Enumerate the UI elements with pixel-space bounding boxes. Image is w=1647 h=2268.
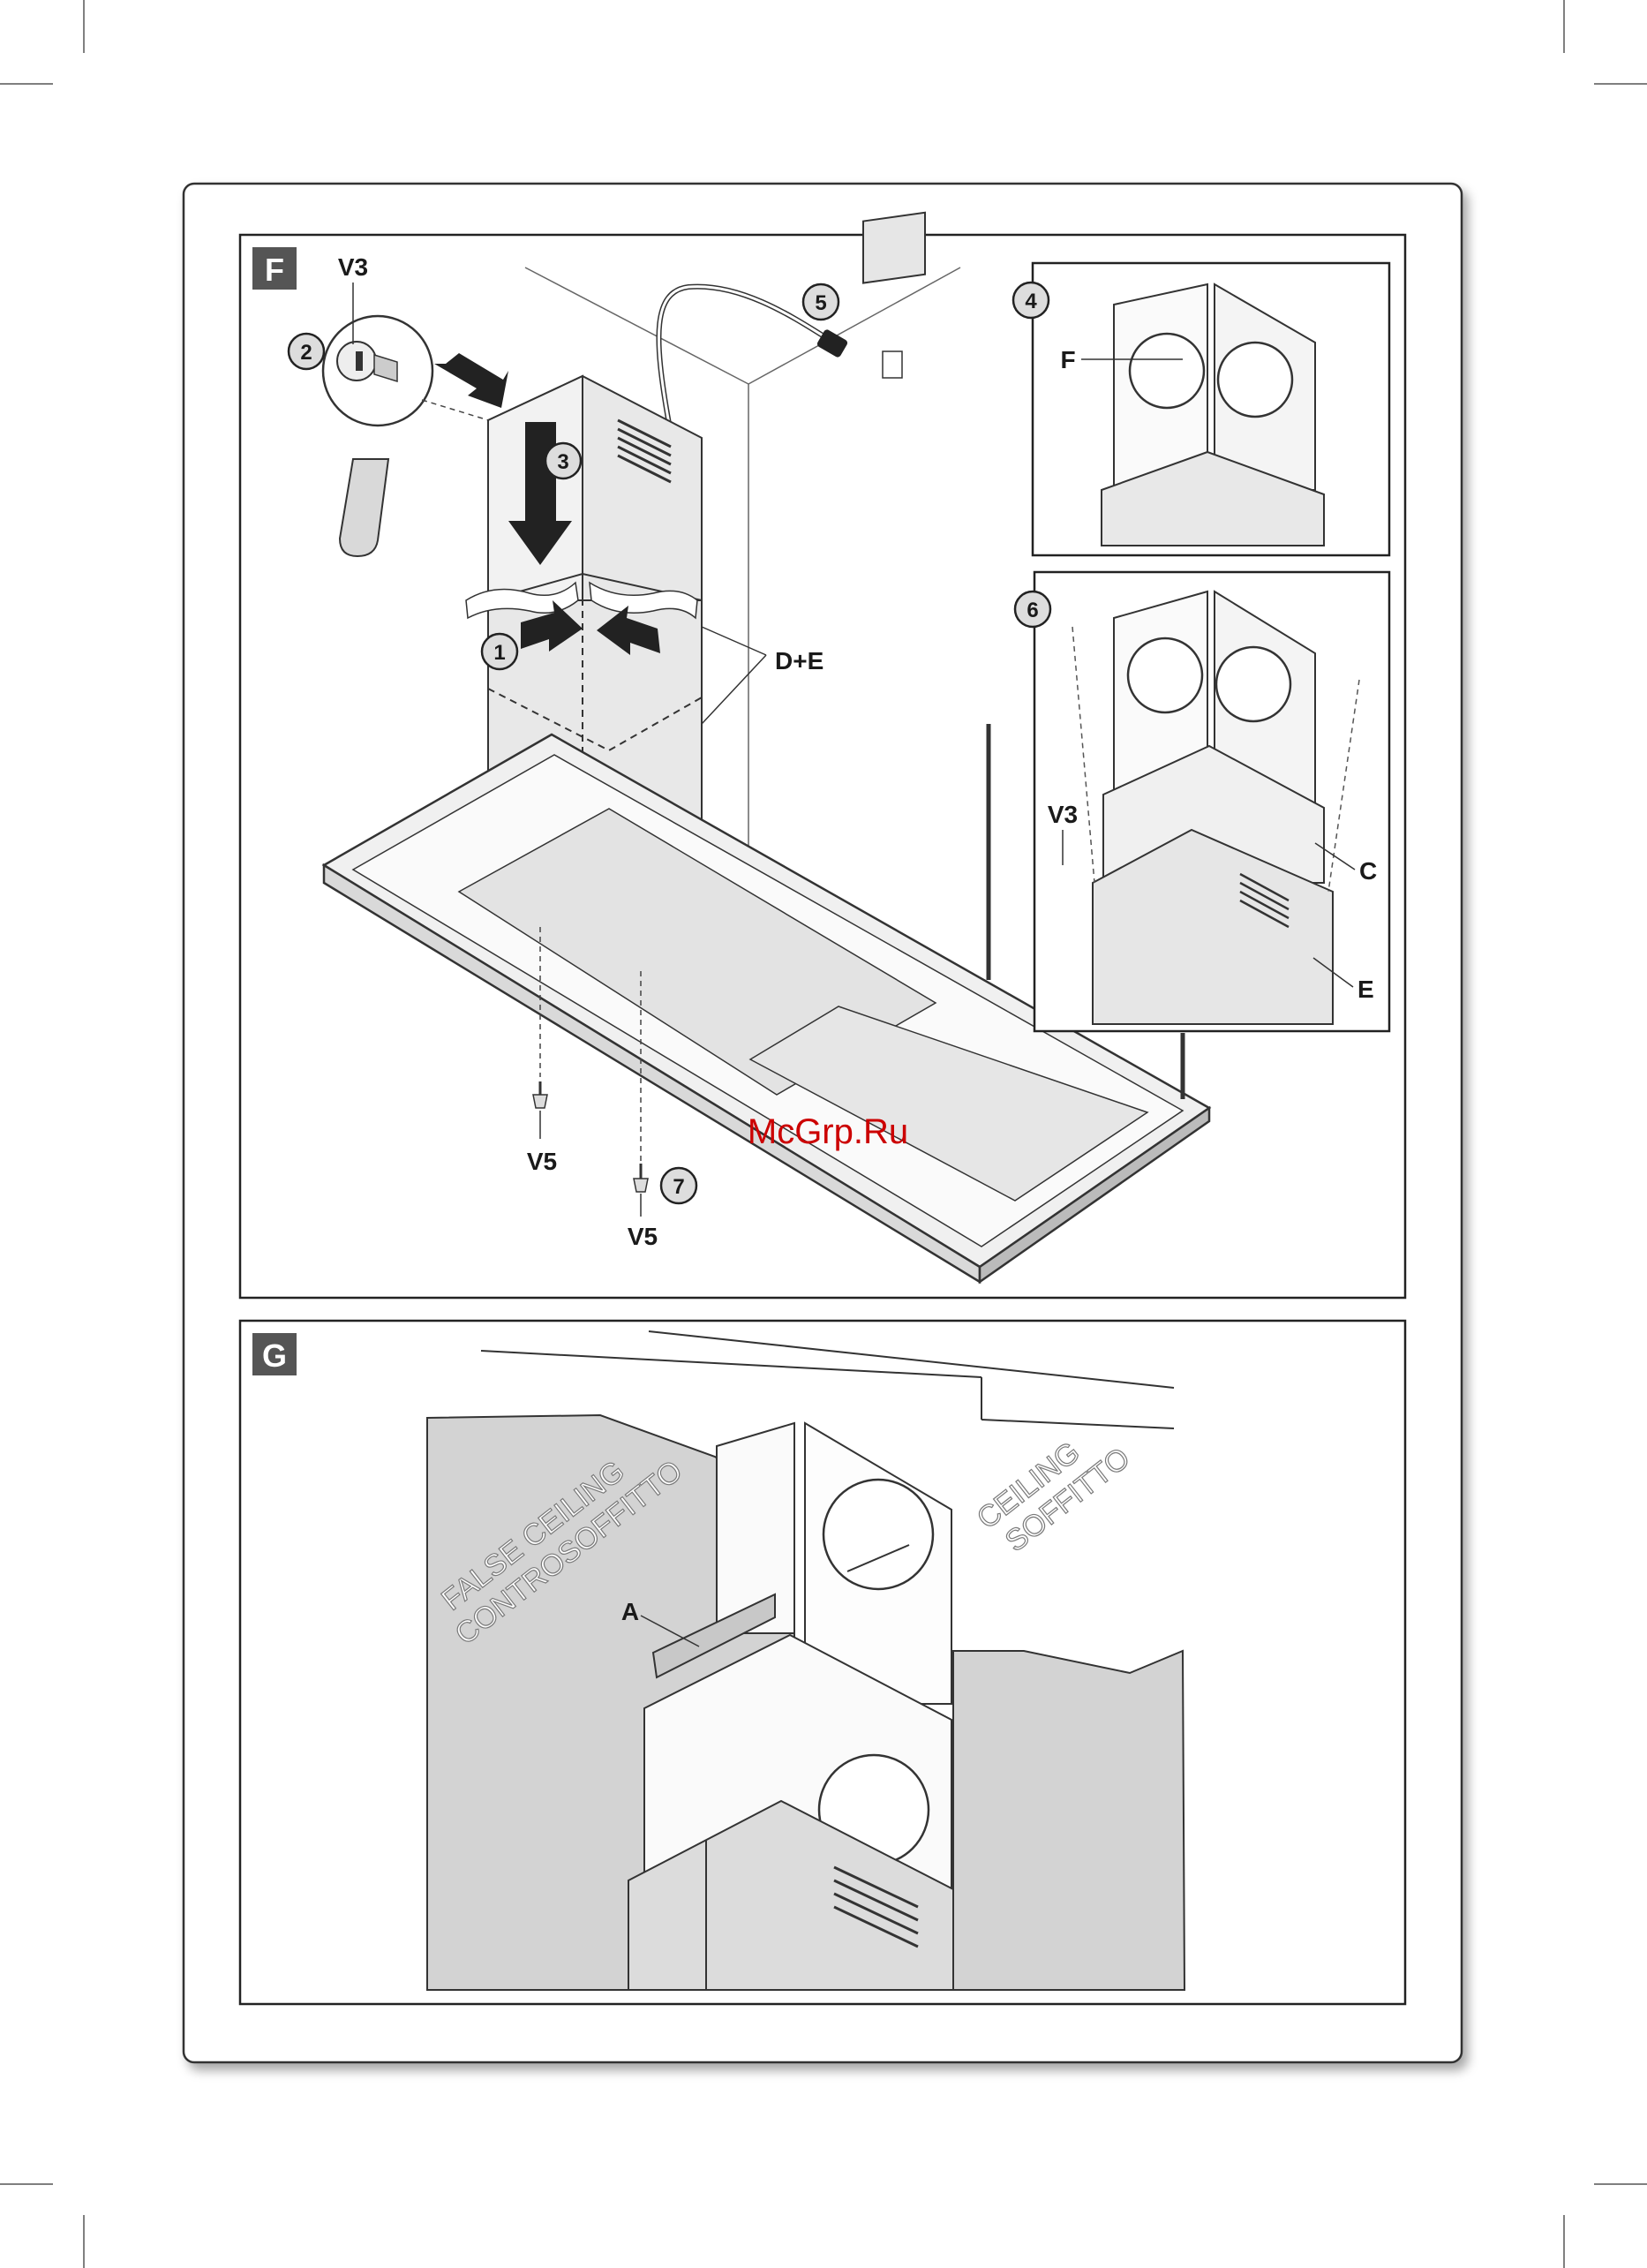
inset-step-4: 4 F bbox=[1013, 263, 1389, 555]
step-7-label: 7 bbox=[673, 1175, 684, 1199]
label-e: E bbox=[1357, 976, 1374, 1003]
step-1-label: 1 bbox=[493, 641, 505, 665]
label-f: F bbox=[1060, 346, 1075, 373]
panel-g-badge-text: G bbox=[262, 1337, 287, 1374]
label-v5-left: V5 bbox=[527, 1148, 557, 1175]
step-4-label: 4 bbox=[1025, 290, 1037, 313]
label-v3-side: V3 bbox=[1048, 801, 1078, 828]
label-c: C bbox=[1359, 857, 1377, 885]
step-3-label: 3 bbox=[557, 450, 568, 474]
step-5-label: 5 bbox=[815, 291, 826, 315]
panel-f-badge-text: F bbox=[265, 252, 284, 288]
label-d-plus-e: D+E bbox=[775, 647, 824, 674]
ceiling-area bbox=[953, 1651, 1184, 1990]
inset-step-6: 6 V3 C E bbox=[1015, 572, 1389, 1031]
panel-g: G bbox=[240, 1321, 1405, 2004]
step-2-label: 2 bbox=[300, 341, 312, 365]
panel-f: F bbox=[240, 213, 1405, 1298]
step-6-label: 6 bbox=[1027, 599, 1038, 622]
label-v5-right: V5 bbox=[628, 1223, 658, 1250]
label-v3-top: V3 bbox=[338, 253, 368, 281]
label-a: A bbox=[621, 1598, 639, 1625]
watermark: McGrp.Ru bbox=[748, 1112, 908, 1151]
